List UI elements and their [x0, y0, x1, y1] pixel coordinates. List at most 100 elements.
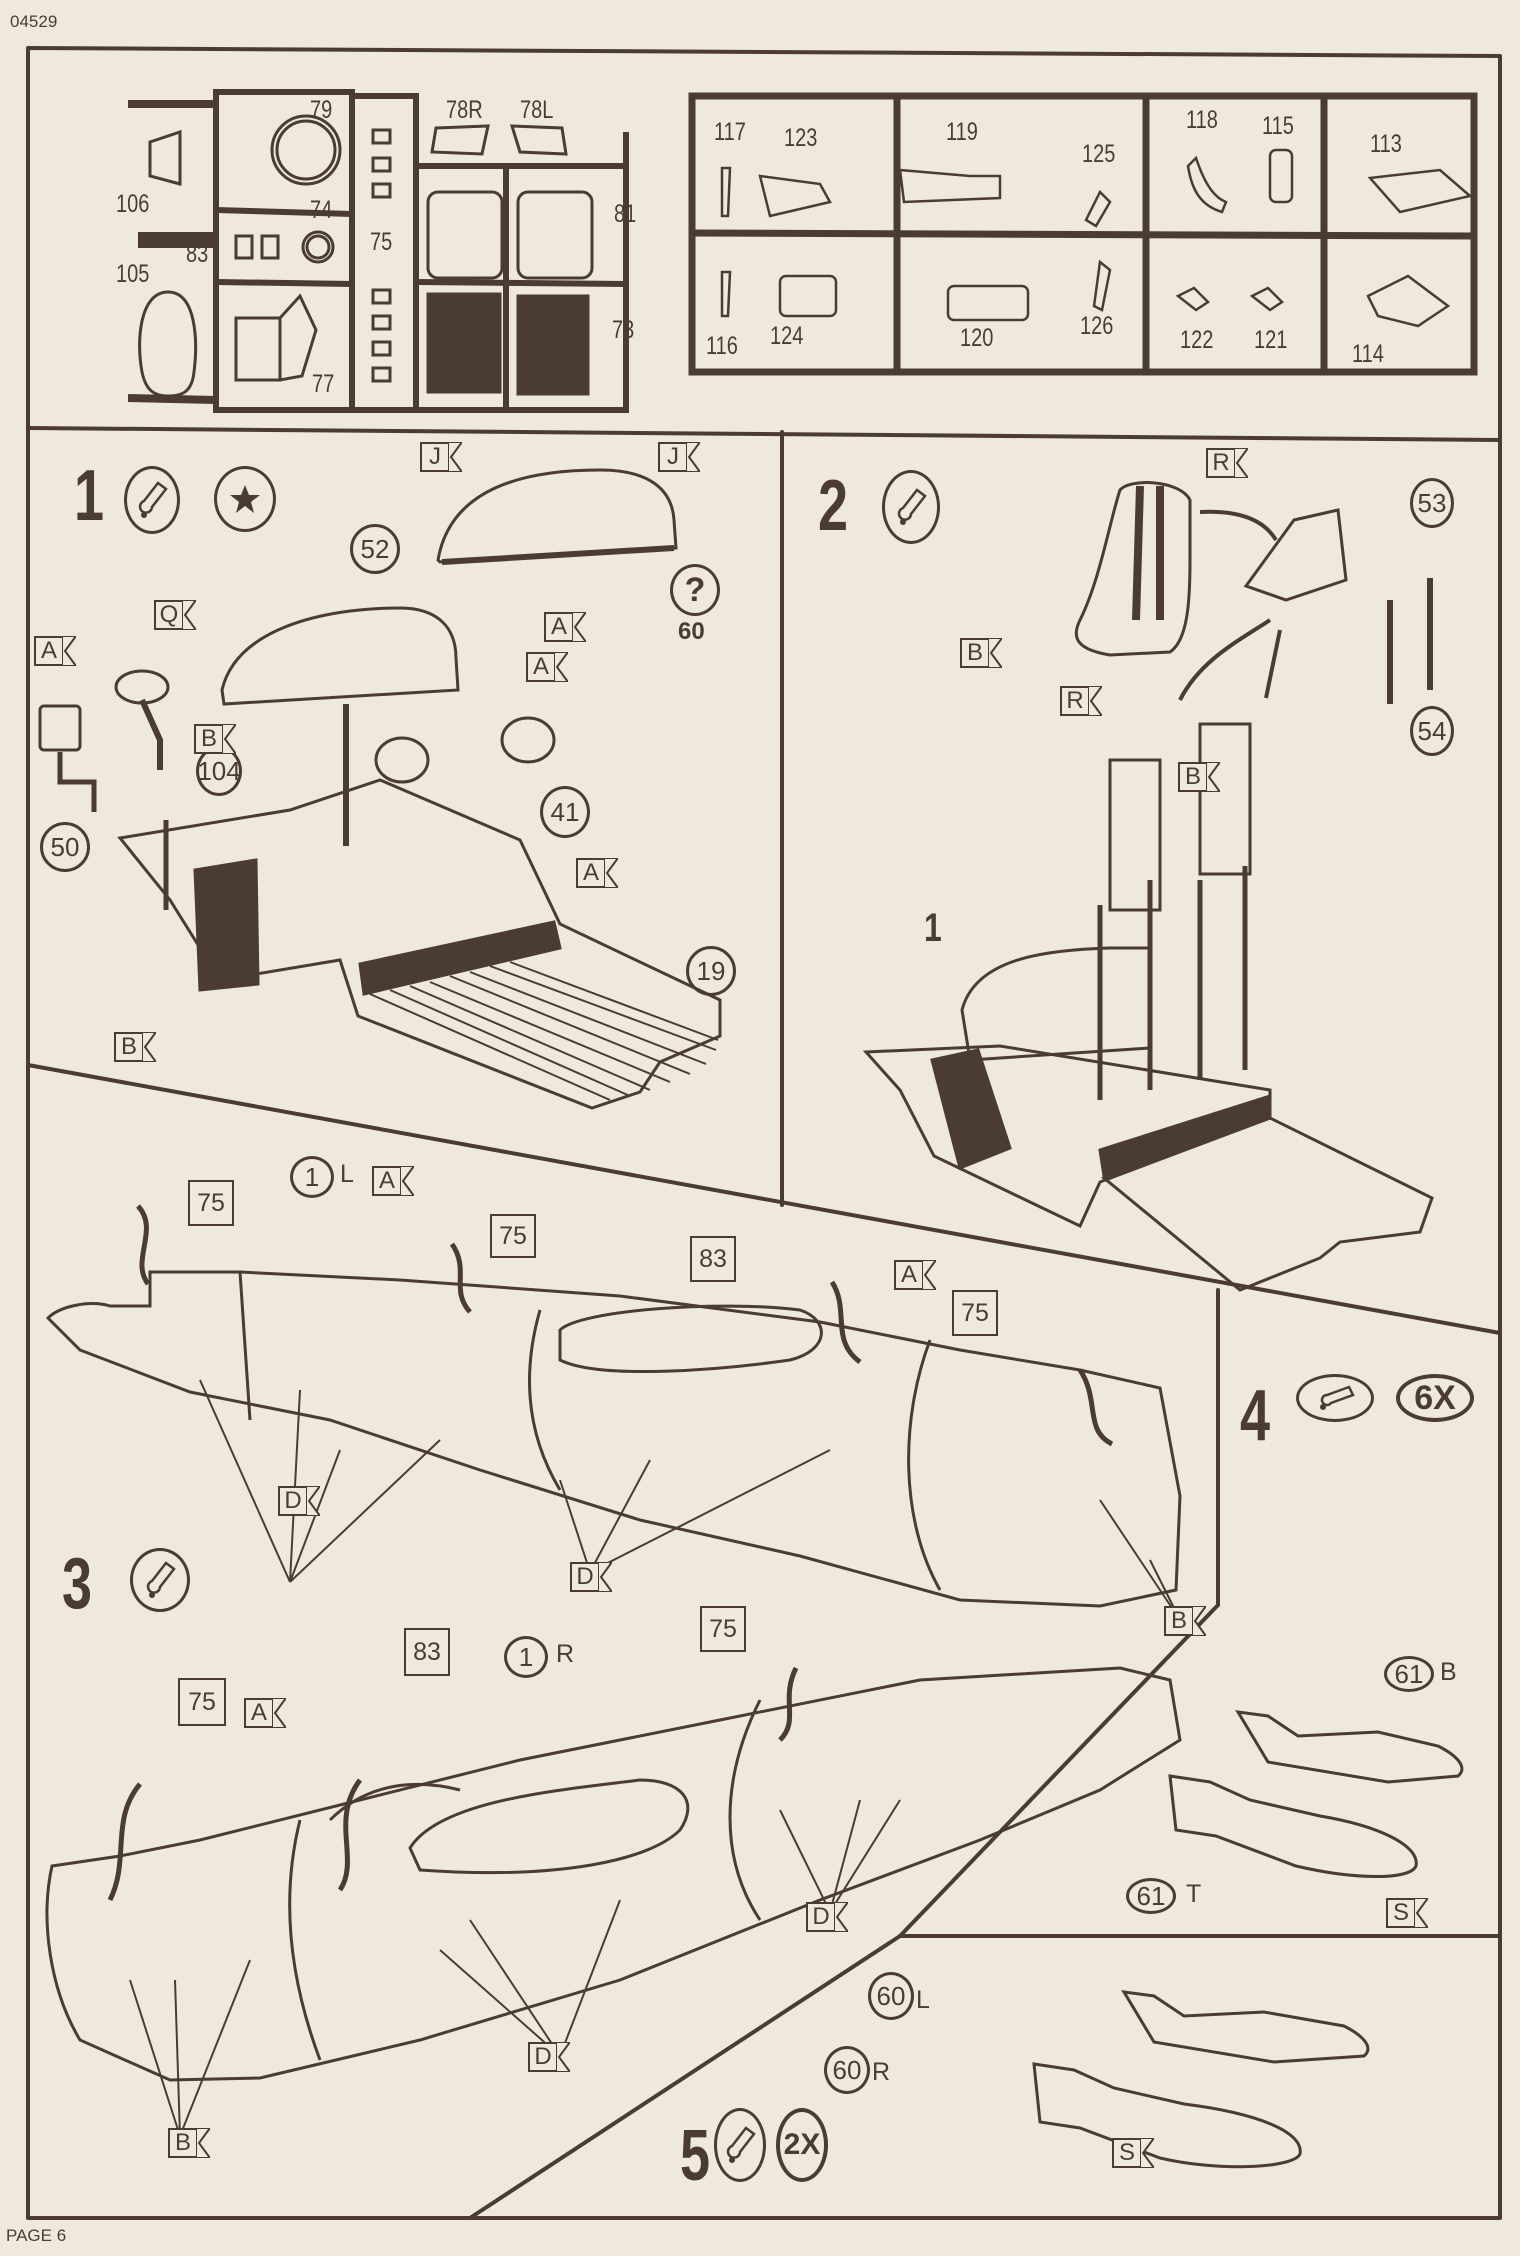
part-74	[301, 230, 335, 264]
part-suffix-T: T	[1186, 1880, 1202, 1908]
control-yoke-left	[374, 736, 430, 784]
figure-label-124: 124	[770, 322, 804, 350]
boxed-part-75: 75	[188, 1180, 234, 1226]
color-flag-J: J	[420, 440, 462, 474]
part-label-78L: 78L	[520, 96, 554, 124]
color-flag-B: B	[194, 722, 236, 756]
part-77	[234, 316, 282, 382]
boxed-part-75: 75	[952, 1290, 998, 1336]
part-callout-54: 54	[1410, 706, 1454, 756]
figure-label-122: 122	[1180, 326, 1214, 354]
color-flag-A: A	[576, 856, 618, 890]
color-flag-R: R	[1206, 446, 1248, 480]
part-81b	[516, 190, 594, 280]
seat-with-belts	[1074, 481, 1192, 657]
color-flag-D: D	[806, 1900, 848, 1934]
part-callout-19: 19	[686, 946, 736, 996]
paint-decal-icon	[214, 466, 276, 532]
page-number: PAGE 6	[6, 2226, 67, 2245]
part-callout-50: 50	[40, 822, 90, 872]
part-suffix-R: R	[556, 1640, 575, 1668]
part-50	[38, 704, 82, 752]
bomb-60-half-r	[1032, 2062, 1302, 2169]
color-flag-A: A	[894, 1258, 936, 1292]
figure-label-121: 121	[1254, 326, 1288, 354]
part-label-105: 105	[116, 260, 150, 288]
divider-sprue-steps	[26, 426, 1502, 442]
figure-label-120: 120	[960, 324, 994, 352]
color-flag-R: R	[1060, 684, 1102, 718]
quantity-badge-2x: 2X	[776, 2108, 828, 2182]
part-78R	[430, 124, 490, 156]
part-label-75: 75	[370, 228, 393, 256]
glue-icon	[124, 466, 180, 534]
color-flag-D: D	[528, 2040, 570, 2074]
glue-icon	[1296, 1374, 1374, 1422]
boxed-part-75: 75	[700, 1606, 746, 1652]
part-label-106: 106	[116, 190, 150, 218]
glue-icon	[882, 470, 940, 544]
control-yoke-right	[500, 716, 556, 764]
quantity-badge-6x: 6X	[1396, 1374, 1474, 1422]
part-105	[138, 290, 198, 398]
part-suffix-L: L	[916, 1986, 930, 2014]
color-flag-B: B	[1178, 760, 1220, 794]
color-flag-S: S	[1112, 2136, 1154, 2170]
boxed-part-75: 75	[178, 1678, 226, 1726]
color-flag-A: A	[526, 650, 568, 684]
part-callout-61T: 61	[1126, 1878, 1176, 1914]
color-flag-A: A	[372, 1164, 414, 1198]
part-label-79: 79	[310, 96, 333, 124]
part-suffix-R: R	[872, 2058, 891, 2086]
document-code: 04529	[10, 12, 58, 31]
step-1-number: 1	[74, 456, 105, 536]
part-label-77: 77	[312, 370, 335, 398]
part-suffix-B: B	[1440, 1658, 1457, 1686]
figure-label-126: 126	[1080, 312, 1114, 340]
figure-label-115: 115	[1262, 112, 1294, 140]
boxed-part-75: 75	[490, 1214, 536, 1258]
part-label-81: 81	[614, 200, 637, 228]
part-label-1: 1	[924, 906, 942, 950]
part-78L	[509, 124, 568, 156]
assembled-cockpit	[960, 946, 1152, 1062]
glue-icon	[714, 2108, 766, 2182]
color-flag-Q: Q	[154, 598, 196, 632]
color-flag-B: B	[168, 2126, 210, 2160]
part-callout-1R: 1	[504, 1636, 548, 1678]
part-73a	[426, 292, 502, 394]
color-flag-A: A	[244, 1696, 286, 1730]
step-4-number: 4	[1240, 1376, 1271, 1456]
fuselage-half-right	[45, 1666, 1182, 2082]
figure-label-116: 116	[706, 332, 738, 360]
part-label-74: 74	[310, 196, 333, 224]
part-73b	[516, 294, 590, 396]
boxed-part-83: 83	[404, 1628, 450, 1676]
figure-label-125: 125	[1082, 140, 1116, 168]
fuselage-half-left	[45, 1270, 1182, 1608]
part-callout-60R: 60	[824, 2046, 870, 2094]
figure-label-117: 117	[714, 118, 746, 146]
part-callout-41: 41	[540, 786, 590, 838]
step-2-number: 2	[818, 466, 849, 546]
part-suffix-L: L	[340, 1160, 354, 1188]
part-callout-52: 52	[350, 524, 400, 574]
optional-part-label-60: 60	[678, 618, 705, 645]
divider-step3-step4	[898, 1603, 1220, 1938]
part-81a	[426, 190, 504, 280]
boxed-part-83: 83	[690, 1236, 736, 1282]
part-callout-53: 53	[1410, 478, 1454, 528]
optional-part-callout: ?	[670, 564, 720, 616]
divider-step3-top	[26, 1063, 1502, 1335]
bomb-61-half-b	[1235, 1710, 1464, 1784]
part-callout-61B: 61	[1384, 1656, 1434, 1692]
part-q-disc	[114, 669, 170, 705]
color-flag-B: B	[960, 636, 1002, 670]
part-label-73: 73	[612, 316, 635, 344]
glue-icon	[130, 1548, 190, 1612]
color-flag-B: B	[1164, 1604, 1206, 1638]
bomb-61-half-t	[1168, 1774, 1418, 1878]
figure-label-118: 118	[1186, 106, 1218, 134]
bomb-60-half-l	[1121, 1990, 1370, 2064]
